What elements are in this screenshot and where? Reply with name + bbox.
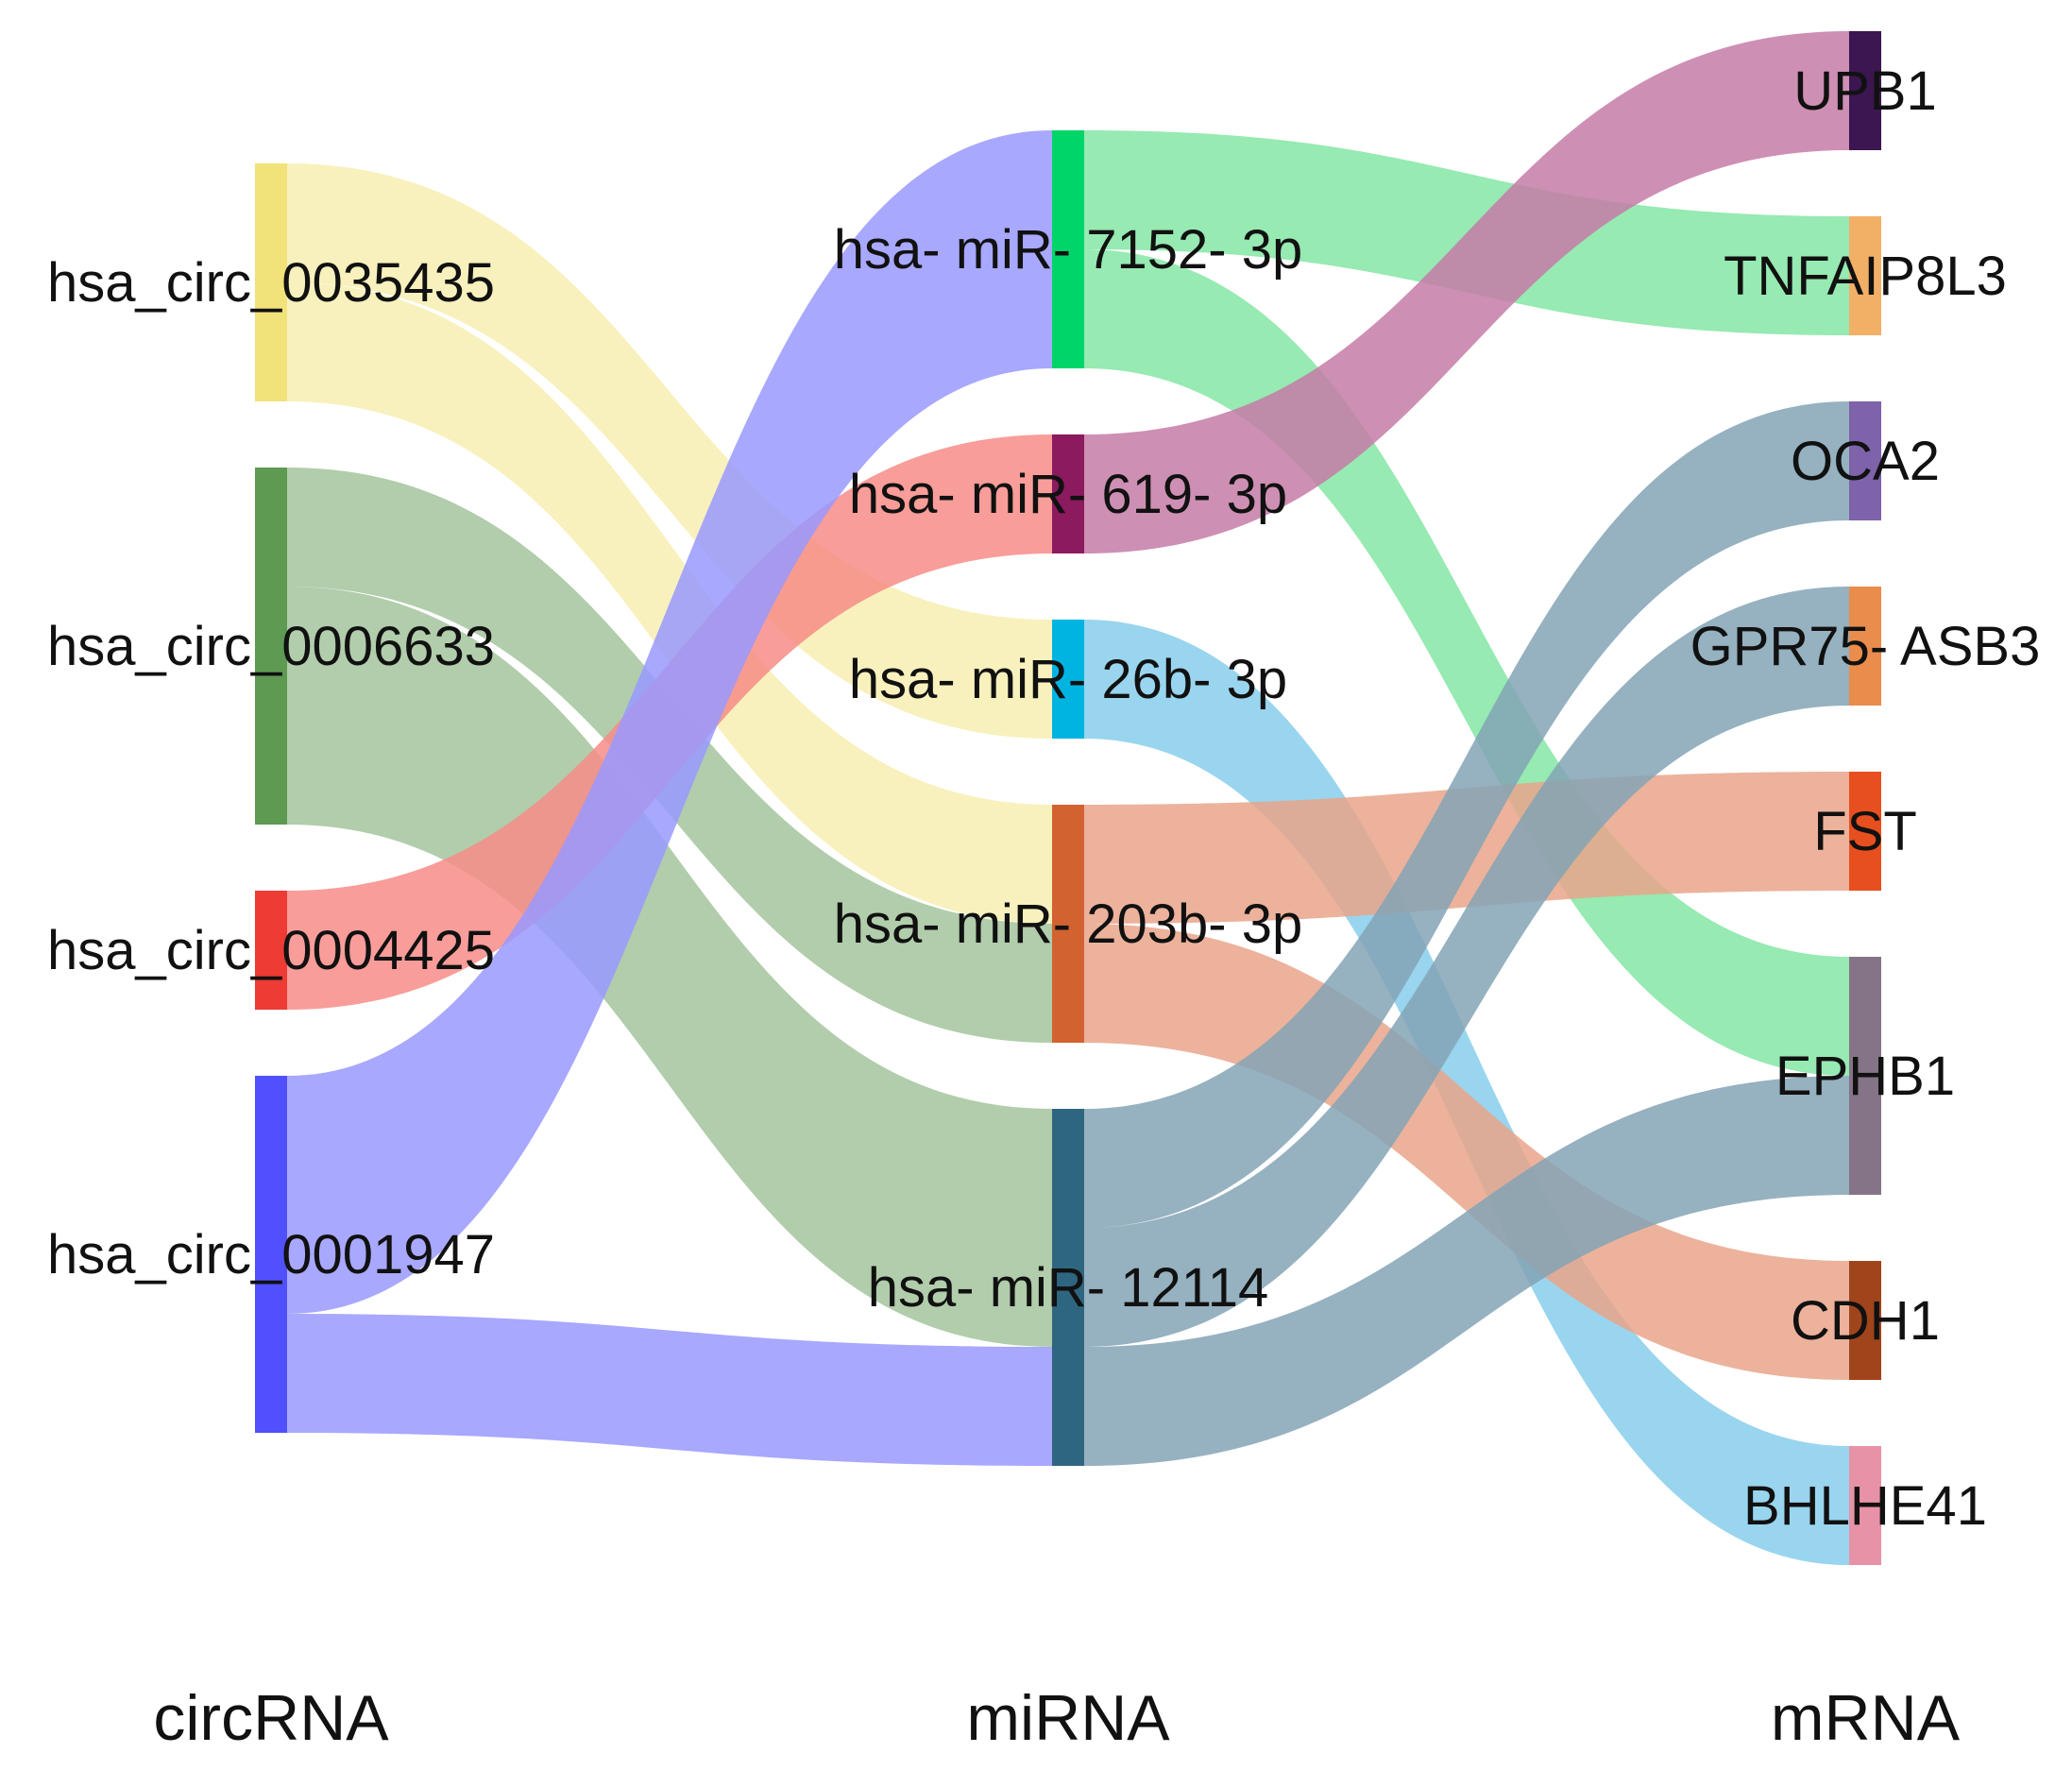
node-bar-t7 — [1849, 1261, 1881, 1380]
node-label-c3: hsa_circ_0004425 — [47, 920, 495, 981]
nodes-layer — [255, 31, 1881, 1565]
node-bar-m3 — [1052, 620, 1084, 739]
node-label-m3: hsa- miR- 26b- 3p — [849, 649, 1287, 710]
node-label-m1: hsa- miR- 7152- 3p — [834, 219, 1302, 281]
link-m5-t6 — [1084, 1076, 1849, 1466]
link-m5-t4 — [1084, 587, 1849, 1347]
node-label-m4: hsa- miR- 203b- 3p — [834, 894, 1302, 955]
node-label-c4: hsa_circ_0001947 — [47, 1224, 495, 1285]
node-bar-m1 — [1052, 130, 1084, 368]
link-m2-t1 — [1084, 31, 1849, 553]
node-label-t1: UPB1 — [1793, 60, 1937, 122]
node-bar-m2 — [1052, 434, 1084, 553]
node-label-m2: hsa- miR- 619- 3p — [849, 464, 1287, 525]
column-label-mrna: mRNA — [1771, 1682, 1961, 1754]
node-bar-c3 — [255, 891, 287, 1010]
node-label-c2: hsa_circ_0006633 — [47, 616, 495, 677]
node-bar-t8 — [1849, 1446, 1881, 1565]
link-m1-t6 — [1084, 249, 1849, 1076]
node-bar-c4 — [255, 1076, 287, 1433]
node-label-t6: EPHB1 — [1775, 1046, 1955, 1107]
link-c4-m1 — [287, 130, 1052, 1314]
node-bar-m5 — [1052, 1109, 1084, 1466]
node-bar-t3 — [1849, 401, 1881, 520]
node-bar-c2 — [255, 468, 287, 825]
node-label-m5: hsa- miR- 12114 — [868, 1257, 1268, 1319]
node-label-t4: GPR75- ASB3 — [1690, 616, 2041, 677]
node-bar-t4 — [1849, 587, 1881, 706]
node-labels-layer: hsa_circ_0035435 hsa_circ_0006633 hsa_circ… — [47, 60, 2040, 1537]
node-bar-c1 — [255, 163, 287, 401]
node-label-t7: CDH1 — [1791, 1290, 1940, 1352]
node-label-t5: FST — [1813, 801, 1917, 862]
column-label-circrna: circRNA — [153, 1682, 389, 1754]
node-label-t3: OCA2 — [1791, 431, 1940, 492]
node-label-t2: TNFAIP8L3 — [1724, 246, 2007, 307]
node-label-c1: hsa_circ_0035435 — [47, 252, 495, 314]
link-c2-m5 — [287, 587, 1052, 1347]
node-bar-m4 — [1052, 805, 1084, 1043]
node-label-t8: BHLHE41 — [1743, 1475, 1987, 1537]
node-bar-t6 — [1849, 957, 1881, 1195]
node-bar-t2 — [1849, 216, 1881, 335]
link-c4-m5 — [287, 1314, 1052, 1466]
column-label-mirna: miRNA — [966, 1682, 1170, 1754]
column-labels-layer: circRNA miRNA mRNA — [153, 1682, 1960, 1754]
links-layer — [287, 31, 1849, 1565]
node-bar-t5 — [1849, 772, 1881, 891]
node-bar-t1 — [1849, 31, 1881, 150]
link-m5-t3 — [1084, 401, 1849, 1228]
